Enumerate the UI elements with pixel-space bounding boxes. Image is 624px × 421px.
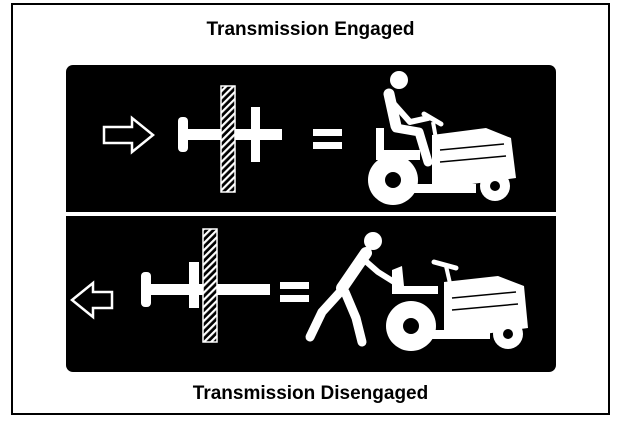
arrow-right-icon: [102, 115, 155, 155]
person-pushing-tractor-icon: [305, 232, 528, 351]
engaged-row: [102, 71, 516, 205]
decal-border: [11, 3, 610, 415]
arrow-left-icon: [70, 280, 114, 320]
engaged-label: Transmission Engaged: [206, 19, 415, 40]
equals-icon: [313, 129, 342, 149]
disengaged-row: [70, 228, 528, 351]
shaft-engaged-icon: [178, 85, 282, 193]
disengaged-label: Transmission Disengaged: [192, 383, 429, 404]
rider-seated-on-tractor-icon: [368, 71, 516, 205]
panel-divider: [66, 212, 556, 216]
shaft-disengaged-icon: [141, 228, 270, 343]
equals-icon: [280, 282, 309, 302]
